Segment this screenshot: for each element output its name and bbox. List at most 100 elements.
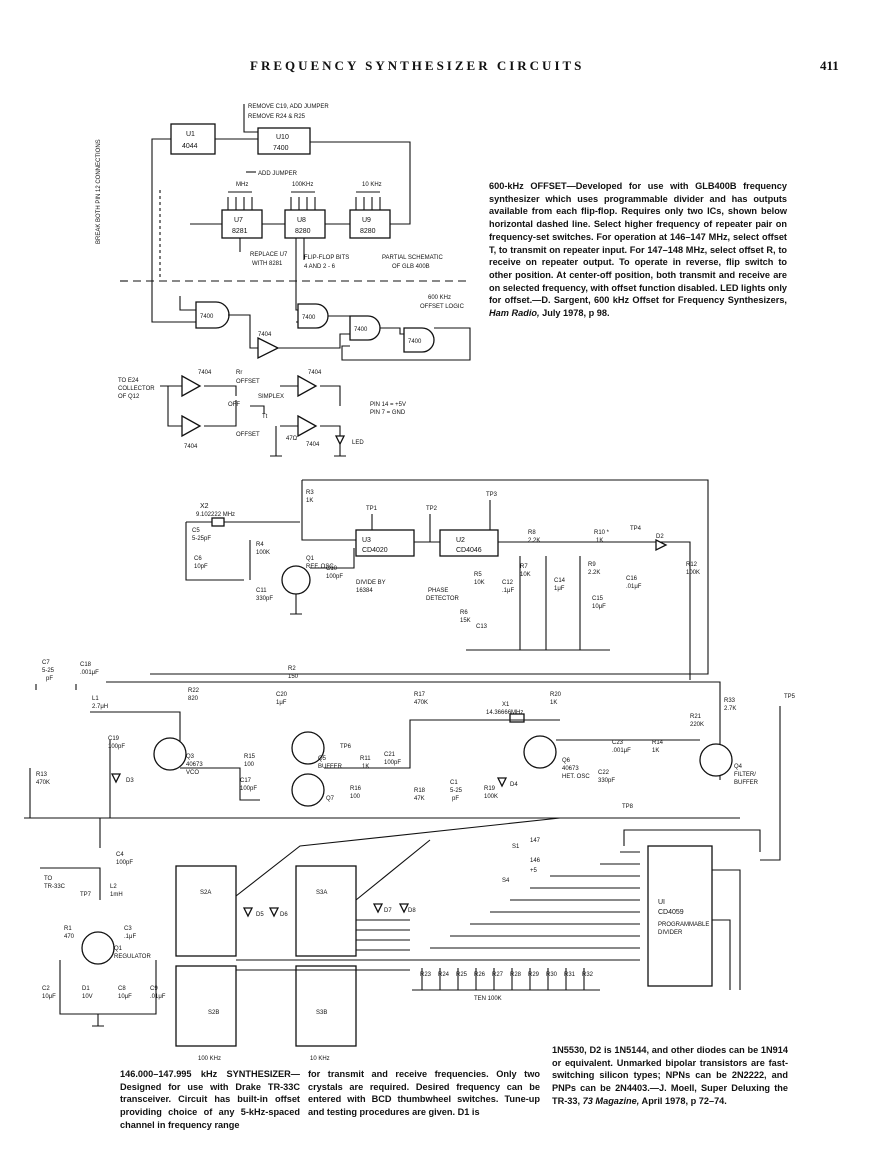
svg-text:REF. OSC: REF. OSC <box>306 564 334 570</box>
svg-text:PIN 7 = GND: PIN 7 = GND <box>370 410 406 416</box>
svg-text:470: 470 <box>64 934 75 940</box>
nand-gate-4 <box>403 327 435 353</box>
svg-text:100pF: 100pF <box>240 786 257 792</box>
svg-text:470K: 470K <box>36 780 50 786</box>
svg-text:L1: L1 <box>92 696 99 702</box>
svg-text:OFFSET LOGIC: OFFSET LOGIC <box>420 304 465 310</box>
svg-text:D4: D4 <box>510 782 518 788</box>
svg-text:10K: 10K <box>520 572 531 578</box>
svg-text:R22: R22 <box>188 688 200 694</box>
svg-text:REMOVE C19, ADD JUMPER: REMOVE C19, ADD JUMPER <box>248 104 329 110</box>
svg-text:FILTER/: FILTER/ <box>734 772 756 778</box>
ic-u10 <box>257 127 311 155</box>
svg-text:10V: 10V <box>82 994 93 1000</box>
svg-text:BREAK BOTH PIN 12 CONNECTIONS: BREAK BOTH PIN 12 CONNECTIONS <box>96 139 102 244</box>
svg-text:pF: pF <box>46 676 53 682</box>
svg-text:R13: R13 <box>36 772 48 778</box>
svg-text:4044: 4044 <box>182 143 198 150</box>
svg-text:Tt: Tt <box>262 414 268 420</box>
svg-text:4 AND 2 - 6: 4 AND 2 - 6 <box>304 264 336 270</box>
svg-text:C5: C5 <box>192 528 200 534</box>
svg-text:7404: 7404 <box>258 332 272 338</box>
svg-text:SIMPLEX: SIMPLEX <box>258 394 284 400</box>
svg-text:R25: R25 <box>456 972 468 978</box>
svg-text:Q1: Q1 <box>306 556 315 562</box>
svg-text:UI: UI <box>658 899 665 906</box>
svg-text:2.7μH: 2.7μH <box>92 704 108 710</box>
svg-text:C3: C3 <box>124 926 132 932</box>
ic-u8 <box>284 209 326 239</box>
svg-text:OFFSET: OFFSET <box>236 432 260 438</box>
running-header-title: FREQUENCY SYNTHESIZER CIRCUITS <box>250 58 585 73</box>
transistor-q4-filter-buffer <box>699 743 733 777</box>
svg-text:100KHz: 100KHz <box>292 182 313 188</box>
svg-text:TP6: TP6 <box>340 744 352 750</box>
svg-text:S3B: S3B <box>316 1010 327 1016</box>
svg-text:BUFFER: BUFFER <box>318 764 343 770</box>
svg-text:C8: C8 <box>118 986 126 992</box>
svg-text:TEN 100K: TEN 100K <box>474 996 502 1002</box>
svg-text:MHz: MHz <box>236 182 248 188</box>
svg-text:HET. OSC: HET. OSC <box>562 774 590 780</box>
svg-text:C15: C15 <box>592 596 604 602</box>
svg-text:470K: 470K <box>414 700 428 706</box>
svg-text:TO E24: TO E24 <box>118 378 139 384</box>
svg-text:C16: C16 <box>626 576 638 582</box>
nand-gate-2 <box>297 303 329 329</box>
svg-text:WITH 8281: WITH 8281 <box>252 261 283 267</box>
svg-text:8280: 8280 <box>360 228 376 235</box>
svg-text:R10 *: R10 * <box>594 530 610 536</box>
svg-text:47Ω: 47Ω <box>286 436 298 442</box>
svg-text:R12: R12 <box>686 562 698 568</box>
svg-text:.1μF: .1μF <box>502 588 514 594</box>
svg-text:R33: R33 <box>724 698 736 704</box>
svg-text:C1: C1 <box>450 780 458 786</box>
ic-u7 <box>221 209 263 239</box>
svg-text:100: 100 <box>244 762 255 768</box>
svg-text:C2: C2 <box>42 986 50 992</box>
ic-u2-cd4046 <box>439 529 499 557</box>
svg-text:U3: U3 <box>362 537 371 544</box>
svg-text:1K: 1K <box>596 538 603 544</box>
svg-text:5-25: 5-25 <box>450 788 463 794</box>
svg-text:100pF: 100pF <box>108 744 125 750</box>
svg-text:147: 147 <box>530 838 541 844</box>
svg-text:10 KHz: 10 KHz <box>362 182 382 188</box>
svg-text:OF Q12: OF Q12 <box>118 394 140 400</box>
svg-text:330pF: 330pF <box>598 778 615 784</box>
svg-text:100K: 100K <box>484 794 498 800</box>
svg-text:BUFFER: BUFFER <box>734 780 759 786</box>
svg-text:R31: R31 <box>564 972 576 978</box>
svg-text:U9: U9 <box>362 217 371 224</box>
svg-text:C18: C18 <box>80 662 92 668</box>
caption-synth-col2: for transmit and receive frequencies. On… <box>308 1069 540 1118</box>
svg-text:TP2: TP2 <box>426 506 438 512</box>
svg-text:C10: C10 <box>326 566 338 572</box>
svg-text:D8: D8 <box>408 908 416 914</box>
svg-text:.001μF: .001μF <box>612 748 631 754</box>
svg-text:C23: C23 <box>612 740 624 746</box>
svg-text:REGULATOR: REGULATOR <box>114 954 151 960</box>
svg-text:7400: 7400 <box>302 315 316 321</box>
svg-text:100K: 100K <box>256 550 270 556</box>
svg-text:7400: 7400 <box>408 339 422 345</box>
svg-text:R7: R7 <box>520 564 528 570</box>
svg-text:C4: C4 <box>116 852 124 858</box>
svg-text:TO: TO <box>44 876 53 882</box>
caption-synth-col1: 146.000–147.995 kHz SYNTHESIZER—Designed… <box>120 1069 300 1130</box>
transistor-q1-regulator <box>81 931 115 965</box>
svg-text:1K: 1K <box>550 700 557 706</box>
svg-text:7404: 7404 <box>306 442 320 448</box>
svg-text:100K: 100K <box>686 570 700 576</box>
transistor-q1-ref-osc <box>281 565 311 595</box>
svg-text:R9: R9 <box>588 562 596 568</box>
svg-text:7404: 7404 <box>198 370 212 376</box>
svg-text:S3A: S3A <box>316 890 327 896</box>
svg-text:8280: 8280 <box>295 228 311 235</box>
caption-source: Ham Radio, <box>489 308 540 319</box>
svg-text:.1μF: .1μF <box>124 934 136 940</box>
svg-text:150: 150 <box>288 674 299 680</box>
svg-text:Q1: Q1 <box>114 946 123 952</box>
svg-text:D1: D1 <box>82 986 90 992</box>
svg-text:D7: D7 <box>384 908 392 914</box>
